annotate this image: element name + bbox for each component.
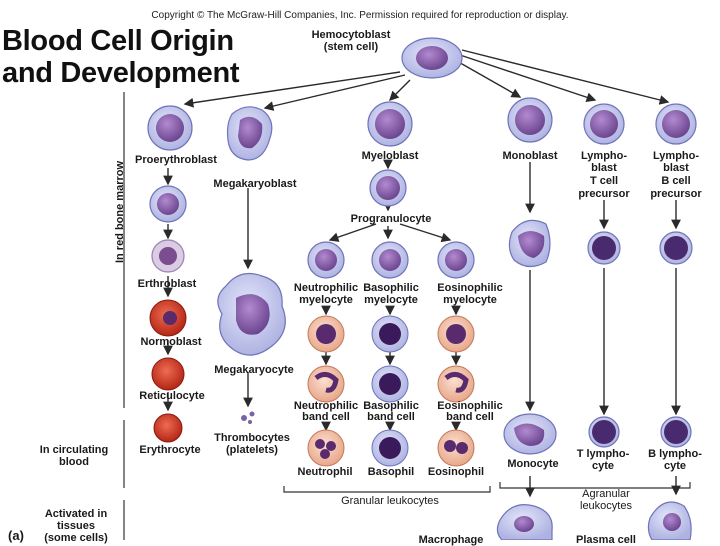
erythrocyte-label: Erythrocyte [139, 444, 201, 456]
copyright-notice: Copyright © The McGraw-Hill Companies, I… [151, 10, 569, 21]
neutrophil-cell [307, 429, 345, 467]
proerythroblast-cell [147, 105, 193, 151]
page-title-line2: and Development [2, 57, 240, 89]
neutrophilic-band-label-1: Neutrophilic [293, 400, 359, 412]
erthroblast-cell [151, 239, 185, 273]
erythrocyte-cell [153, 413, 183, 443]
hemocytoblast-cell [401, 37, 463, 79]
b-lymphocyte-label-1: B lympho- [648, 448, 702, 460]
reticulocyte-cell [151, 357, 185, 391]
megakaryocyte-cell [217, 273, 286, 356]
plasma-cell [647, 501, 692, 540]
basophil-label: Basophil [367, 466, 415, 478]
side-label-circulating-2: blood [59, 456, 89, 468]
thrombocytes-label-2: (platelets) [226, 444, 278, 456]
eosinophilic-band-cell [437, 365, 475, 403]
b-lymphocyte-cell [660, 416, 692, 448]
myeloblast-cell [367, 101, 413, 147]
hemocytoblast-label-line2: (stem cell) [323, 41, 379, 53]
monocyte-cell [503, 413, 557, 455]
side-label-activated-3: (some cells) [44, 532, 108, 544]
side-label-circulating-1: In circulating [39, 444, 109, 456]
basophil-cell [371, 429, 409, 467]
eosinophilic-myelocyte-label-1: Eosinophilic [437, 282, 503, 294]
erthroblast-label: Erthroblast [137, 278, 197, 290]
page-title-line1: Blood Cell Origin [2, 25, 234, 57]
macrophage-label: Macrophage [418, 534, 484, 546]
thrombocytes-cells [241, 411, 255, 424]
neutrophil-label: Neutrophil [297, 466, 353, 478]
lymphoblast-t-cell [583, 103, 625, 145]
basophilic-granule-cell-1 [371, 315, 409, 353]
side-label-activated-2: tissues [57, 520, 95, 532]
lymphoblast-t-label-4: precursor [578, 188, 630, 200]
neutrophilic-granule-cell-1 [307, 315, 345, 353]
basophilic-myelocyte-label-1: Basophilic [363, 282, 419, 294]
monoblast-label: Monoblast [502, 150, 558, 162]
macrophage-cell [496, 504, 553, 540]
lymphoblast-t-stage2-cell [587, 231, 621, 265]
lymphoblast-b-cell [655, 103, 697, 145]
eosinophilic-band-label-1: Eosinophilic [437, 400, 503, 412]
lymphoblast-b-label-2: blast [663, 162, 689, 174]
lymphoblast-t-label-1: Lympho- [580, 150, 628, 162]
side-label-activated-1: Activated in [44, 508, 108, 520]
lymphoblast-b-label-4: precursor [650, 188, 702, 200]
hemocytoblast-label-line1: Hemocytoblast [311, 29, 391, 41]
agranular-leukocytes-label-2: leukocytes [580, 500, 632, 512]
lymphoblast-t-label-3: T cell [589, 175, 619, 187]
neutrophilic-band-label-2: band cell [302, 411, 350, 423]
neutrophilic-myelocyte-cell [307, 241, 345, 279]
eosinophil-cell [437, 429, 475, 467]
eosinophil-label: Eosinophil [427, 466, 485, 478]
arrows [163, 49, 681, 498]
panel-label: (a) [8, 528, 24, 543]
lymphoblast-b-label-1: Lympho- [652, 150, 700, 162]
eosinophilic-myelocyte-cell [437, 241, 475, 279]
thrombocytes-label-1: Thrombocytes [214, 432, 290, 444]
progranulocyte-label: Progranulocyte [350, 213, 432, 225]
basophilic-myelocyte-label-2: myelocyte [364, 294, 418, 306]
granular-leukocytes-label: Granular leukocytes [341, 495, 439, 507]
basophilic-myelocyte-cell [371, 241, 409, 279]
normoblast-label: Normoblast [140, 336, 202, 348]
megakaryoblast-cell [226, 106, 273, 161]
t-lymphocyte-label-2: cyte [591, 460, 615, 472]
lymphoblast-b-label-3: B cell [661, 175, 691, 187]
reticulocyte-label: Reticulocyte [139, 390, 205, 402]
monocyte-label: Monocyte [507, 458, 559, 470]
basophilic-band-cell [371, 365, 409, 403]
monoblast-stage2-cell [508, 219, 551, 268]
proerythroblast-label: Proerythroblast [135, 154, 217, 166]
agranular-leukocytes-label-1: Agranular [582, 488, 630, 500]
erythroid-cell-2 [149, 185, 187, 223]
lymphoblast-t-label-2: blast [591, 162, 617, 174]
eosinophilic-band-label-2: band cell [446, 411, 494, 423]
neutrophilic-myelocyte-label-2: myelocyte [299, 294, 353, 306]
basophilic-band-label-2: band cell [367, 411, 415, 423]
eosinophilic-granule-cell-1 [437, 315, 475, 353]
monoblast-cell [507, 97, 553, 143]
megakaryocyte-label: Megakaryocyte [214, 364, 294, 376]
normoblast-cell [149, 299, 187, 337]
lymphoblast-b-stage2-cell [659, 231, 693, 265]
eosinophilic-myelocyte-label-2: myelocyte [443, 294, 497, 306]
neutrophilic-band-cell [307, 365, 345, 403]
t-lymphocyte-cell [588, 416, 620, 448]
t-lymphocyte-label-1: T lympho- [576, 448, 630, 460]
neutrophilic-myelocyte-label-1: Neutrophilic [293, 282, 359, 294]
plasma-cell-label: Plasma cell [576, 534, 636, 546]
megakaryoblast-label: Megakaryoblast [213, 178, 297, 190]
stage-brackets [123, 92, 691, 540]
basophilic-band-label-1: Basophilic [363, 400, 419, 412]
myeloblast-label: Myeloblast [361, 150, 419, 162]
b-lymphocyte-label-2: cyte [663, 460, 687, 472]
progranulocyte-cell [369, 169, 407, 207]
